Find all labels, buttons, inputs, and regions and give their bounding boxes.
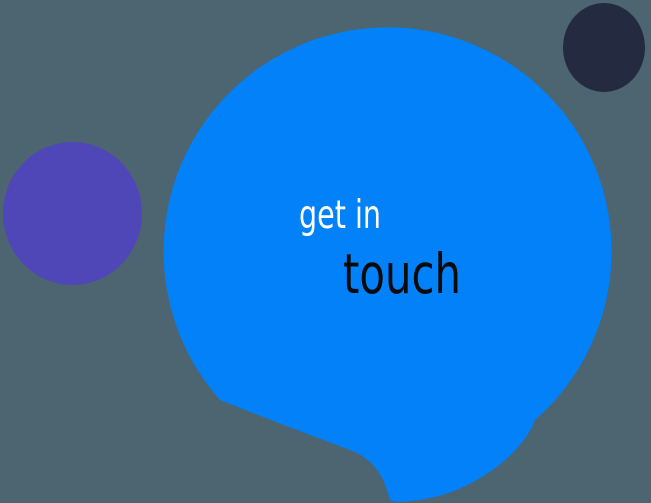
- bubble-text-line2: touch: [343, 242, 461, 306]
- purple-circle: [3, 142, 142, 285]
- navy-circle: [563, 3, 645, 92]
- bubble-text-line1: get in: [299, 193, 381, 238]
- speech-bubble[interactable]: get in touch: [163, 27, 612, 502]
- speech-bubble-shape[interactable]: [163, 27, 612, 502]
